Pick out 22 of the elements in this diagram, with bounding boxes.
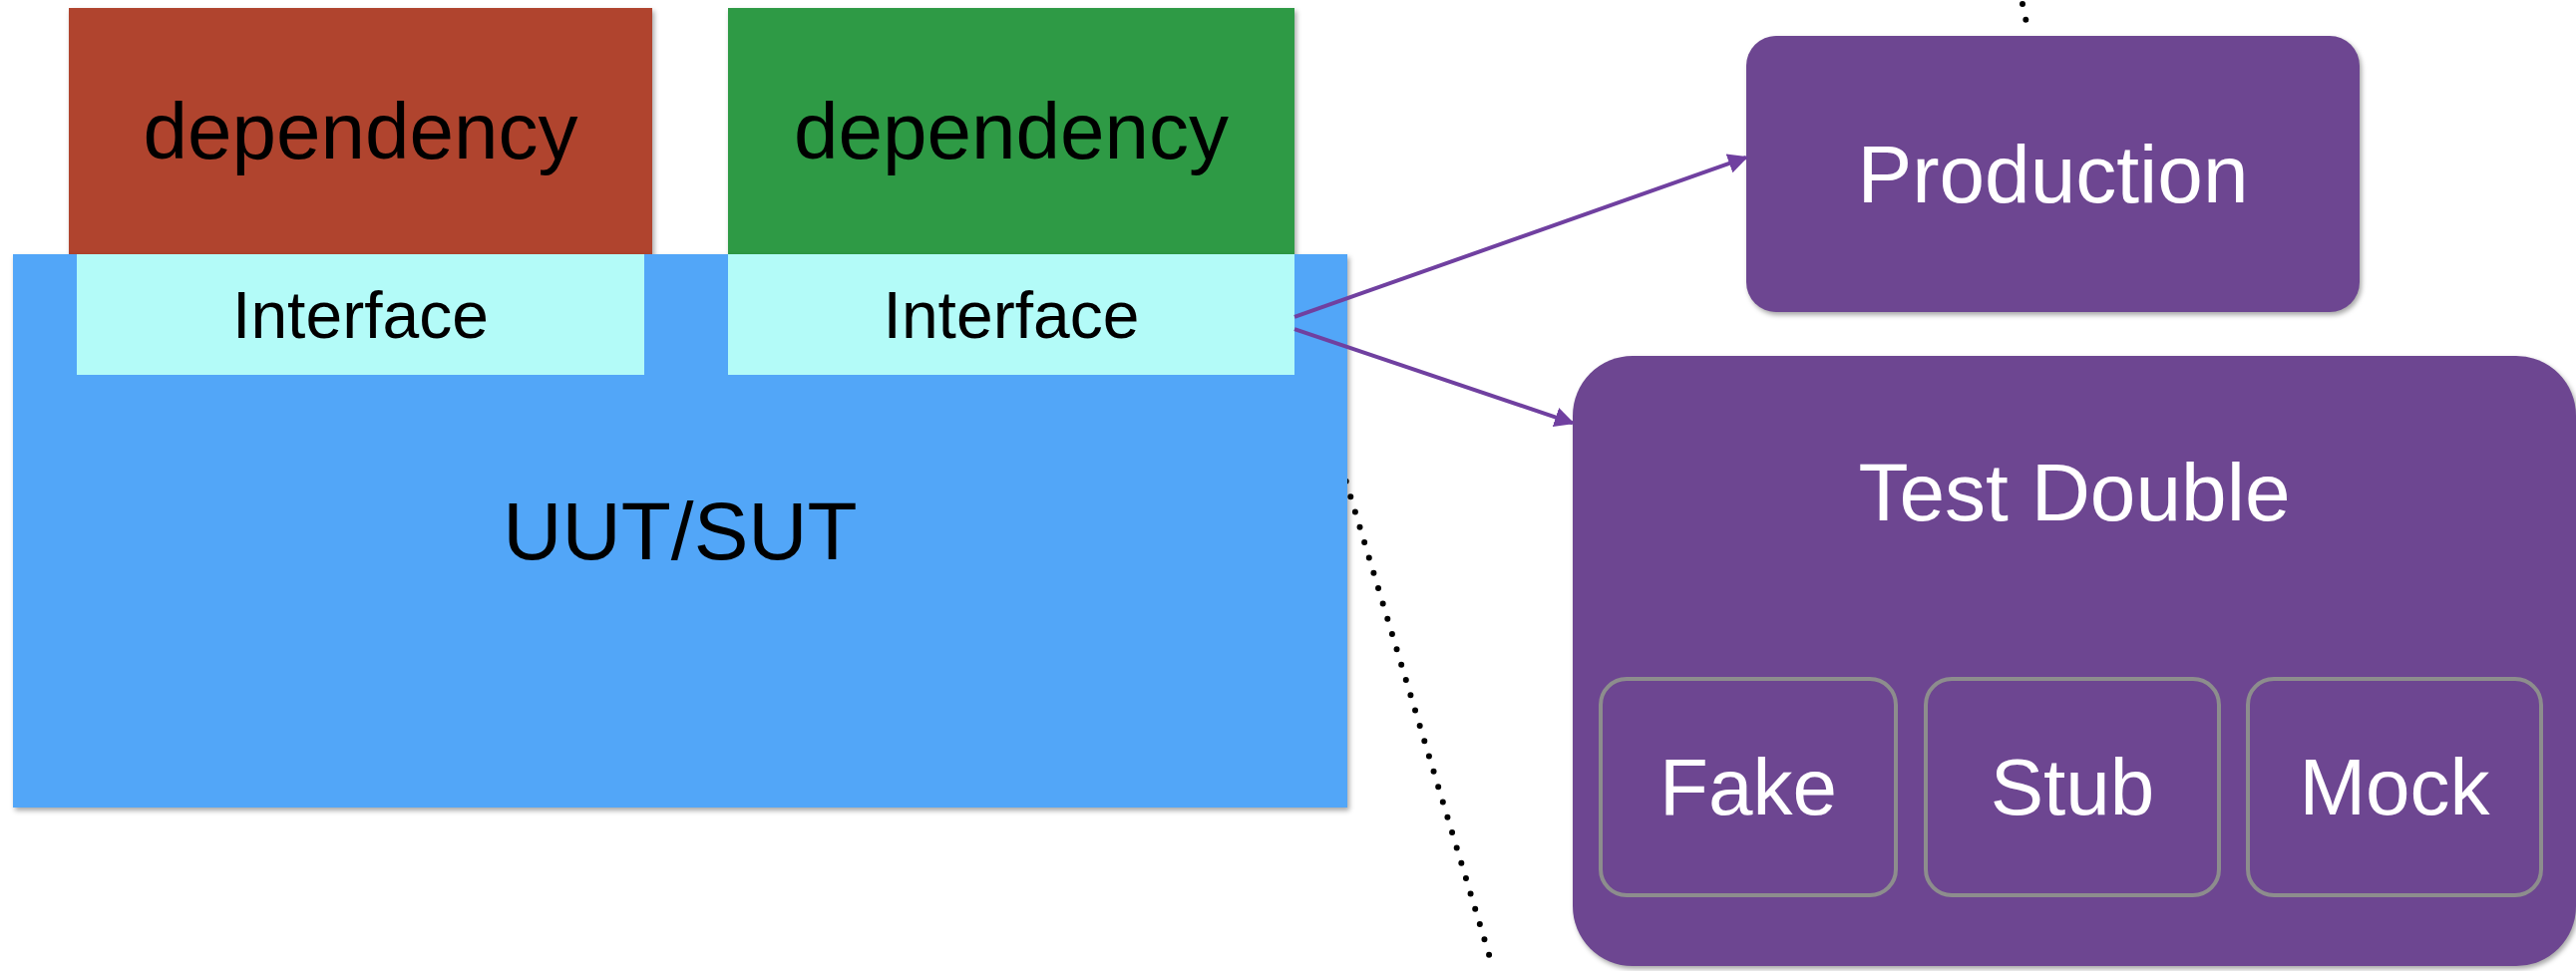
test-double-type-box — [1599, 677, 1898, 897]
test-double-box — [1573, 356, 2576, 966]
node-label: Stub — [1990, 741, 2155, 833]
test-double-type-box — [1924, 677, 2221, 897]
arrow — [1293, 327, 1575, 428]
node-label: Mock — [2299, 741, 2490, 833]
unit-under-test-box — [13, 254, 1347, 808]
node-label: Test Double — [1858, 446, 2291, 539]
node-label: Interface — [232, 276, 489, 353]
dependency-box — [69, 8, 652, 254]
node-label: Fake — [1659, 741, 1837, 833]
arrow — [1293, 154, 1748, 319]
node-label: Interface — [883, 276, 1140, 353]
test-double-type-box — [2246, 677, 2543, 897]
interface-box — [728, 254, 1294, 375]
node-label: Production — [1857, 127, 2249, 221]
node-label: dependency — [143, 85, 578, 177]
production-box — [1746, 36, 2360, 312]
node-label: UUT/SUT — [503, 484, 858, 578]
node-label: dependency — [794, 85, 1229, 177]
interface-box — [77, 254, 644, 375]
dependency-box — [728, 8, 1294, 254]
